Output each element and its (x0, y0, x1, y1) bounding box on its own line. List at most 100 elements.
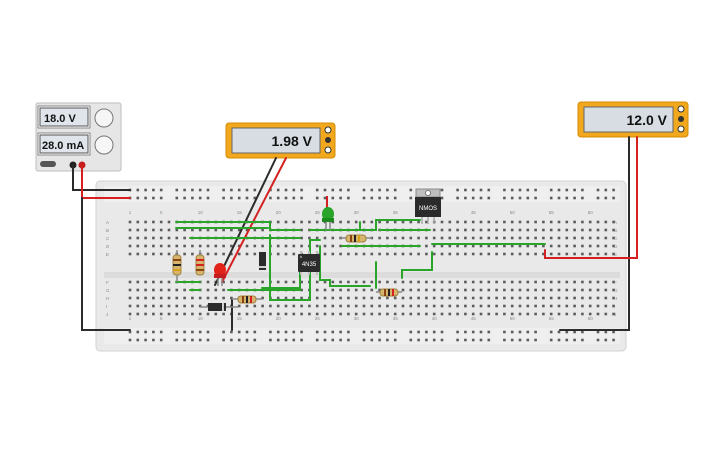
breadboard-hole[interactable] (386, 338, 389, 342)
breadboard-hole[interactable] (596, 330, 600, 334)
breadboard-hole[interactable] (612, 296, 615, 300)
breadboard-hole[interactable] (206, 196, 210, 200)
breadboard-hole[interactable] (557, 220, 561, 224)
breadboard-hole[interactable] (206, 244, 210, 248)
breadboard-hole[interactable] (323, 330, 327, 334)
breadboard-hole[interactable] (198, 196, 202, 200)
breadboard-hole[interactable] (503, 220, 506, 224)
breadboard-hole[interactable] (510, 220, 514, 224)
breadboard-hole[interactable] (144, 338, 147, 342)
breadboard-hole[interactable] (354, 296, 358, 300)
breadboard-hole[interactable] (393, 220, 397, 224)
breadboard-hole[interactable] (175, 296, 179, 300)
breadboard-hole[interactable] (479, 296, 483, 300)
breadboard-hole[interactable] (526, 304, 530, 308)
breadboard-hole[interactable] (237, 188, 241, 192)
breadboard-hole[interactable] (417, 330, 420, 334)
breadboard-hole[interactable] (292, 296, 296, 300)
breadboard-hole[interactable] (557, 188, 561, 192)
breadboard-hole[interactable] (479, 244, 483, 248)
breadboard-hole[interactable] (128, 244, 132, 248)
breadboard-hole[interactable] (315, 338, 319, 342)
breadboard-hole[interactable] (588, 252, 592, 256)
breadboard-hole[interactable] (464, 196, 467, 200)
breadboard-hole[interactable] (128, 312, 132, 316)
breadboard-hole[interactable] (128, 330, 132, 334)
breadboard-hole[interactable] (191, 244, 194, 248)
breadboard-hole[interactable] (393, 280, 397, 284)
breadboard-hole[interactable] (604, 244, 608, 248)
breadboard-hole[interactable] (253, 330, 257, 334)
breadboard-hole[interactable] (393, 196, 397, 200)
breadboard-hole[interactable] (237, 228, 241, 232)
breadboard-hole[interactable] (128, 220, 132, 224)
breadboard-hole[interactable] (378, 330, 381, 334)
breadboard-hole[interactable] (370, 196, 374, 200)
breadboard-hole[interactable] (557, 228, 561, 232)
breadboard-hole[interactable] (526, 228, 530, 232)
breadboard-hole[interactable] (222, 296, 225, 300)
breadboard-hole[interactable] (432, 236, 436, 240)
breadboard-hole[interactable] (565, 330, 569, 334)
breadboard-hole[interactable] (612, 220, 615, 224)
breadboard-hole[interactable] (604, 220, 608, 224)
breadboard-hole[interactable] (144, 236, 147, 240)
breadboard-hole[interactable] (425, 338, 428, 342)
breadboard-hole[interactable] (253, 188, 257, 192)
breadboard-hole[interactable] (604, 236, 608, 240)
breadboard-hole[interactable] (581, 220, 584, 224)
breadboard-hole[interactable] (144, 330, 147, 334)
breadboard-hole[interactable] (495, 220, 498, 224)
breadboard-hole[interactable] (191, 304, 194, 308)
breadboard-hole[interactable] (581, 280, 584, 284)
breadboard-hole[interactable] (253, 228, 257, 232)
breadboard-hole[interactable] (152, 288, 155, 292)
breadboard-hole[interactable] (409, 296, 413, 300)
breadboard-hole[interactable] (432, 228, 436, 232)
breadboard-hole[interactable] (230, 252, 233, 256)
breadboard-hole[interactable] (136, 312, 140, 316)
breadboard-hole[interactable] (245, 196, 249, 200)
breadboard-hole[interactable] (487, 280, 491, 284)
breadboard-hole[interactable] (401, 312, 405, 316)
breadboard-hole[interactable] (510, 196, 514, 200)
breadboard-hole[interactable] (370, 252, 374, 256)
breadboard-hole[interactable] (440, 288, 444, 292)
breadboard-hole[interactable] (549, 288, 553, 292)
breadboard-hole[interactable] (471, 330, 475, 334)
breadboard-hole[interactable] (183, 188, 186, 192)
breadboard-hole[interactable] (300, 330, 303, 334)
breadboard-hole[interactable] (581, 228, 584, 232)
breadboard-hole[interactable] (479, 304, 483, 308)
breadboard-hole[interactable] (144, 312, 147, 316)
breadboard-hole[interactable] (393, 312, 397, 316)
breadboard-hole[interactable] (222, 228, 225, 232)
breadboard-hole[interactable] (300, 280, 303, 284)
breadboard-hole[interactable] (464, 188, 467, 192)
breadboard-hole[interactable] (471, 288, 475, 292)
breadboard-hole[interactable] (612, 188, 615, 192)
breadboard-hole[interactable] (518, 330, 522, 334)
breadboard-hole[interactable] (269, 196, 272, 200)
breadboard-hole[interactable] (331, 252, 335, 256)
breadboard-hole[interactable] (487, 330, 491, 334)
breadboard-hole[interactable] (152, 338, 155, 342)
breadboard-hole[interactable] (573, 312, 576, 316)
breadboard-hole[interactable] (253, 280, 257, 284)
breadboard-hole[interactable] (237, 312, 241, 316)
breadboard-hole[interactable] (362, 252, 366, 256)
breadboard-hole[interactable] (136, 288, 140, 292)
breadboard-hole[interactable] (518, 228, 522, 232)
breadboard-hole[interactable] (596, 244, 600, 248)
breadboard-hole[interactable] (183, 304, 186, 308)
breadboard-hole[interactable] (378, 304, 381, 308)
breadboard-hole[interactable] (323, 304, 327, 308)
breadboard-hole[interactable] (479, 196, 483, 200)
breadboard-hole[interactable] (518, 220, 522, 224)
breadboard-hole[interactable] (503, 196, 506, 200)
breadboard-hole[interactable] (362, 220, 366, 224)
breadboard-hole[interactable] (479, 188, 483, 192)
breadboard-hole[interactable] (440, 244, 444, 248)
breadboard-hole[interactable] (526, 288, 530, 292)
breadboard-hole[interactable] (534, 312, 537, 316)
